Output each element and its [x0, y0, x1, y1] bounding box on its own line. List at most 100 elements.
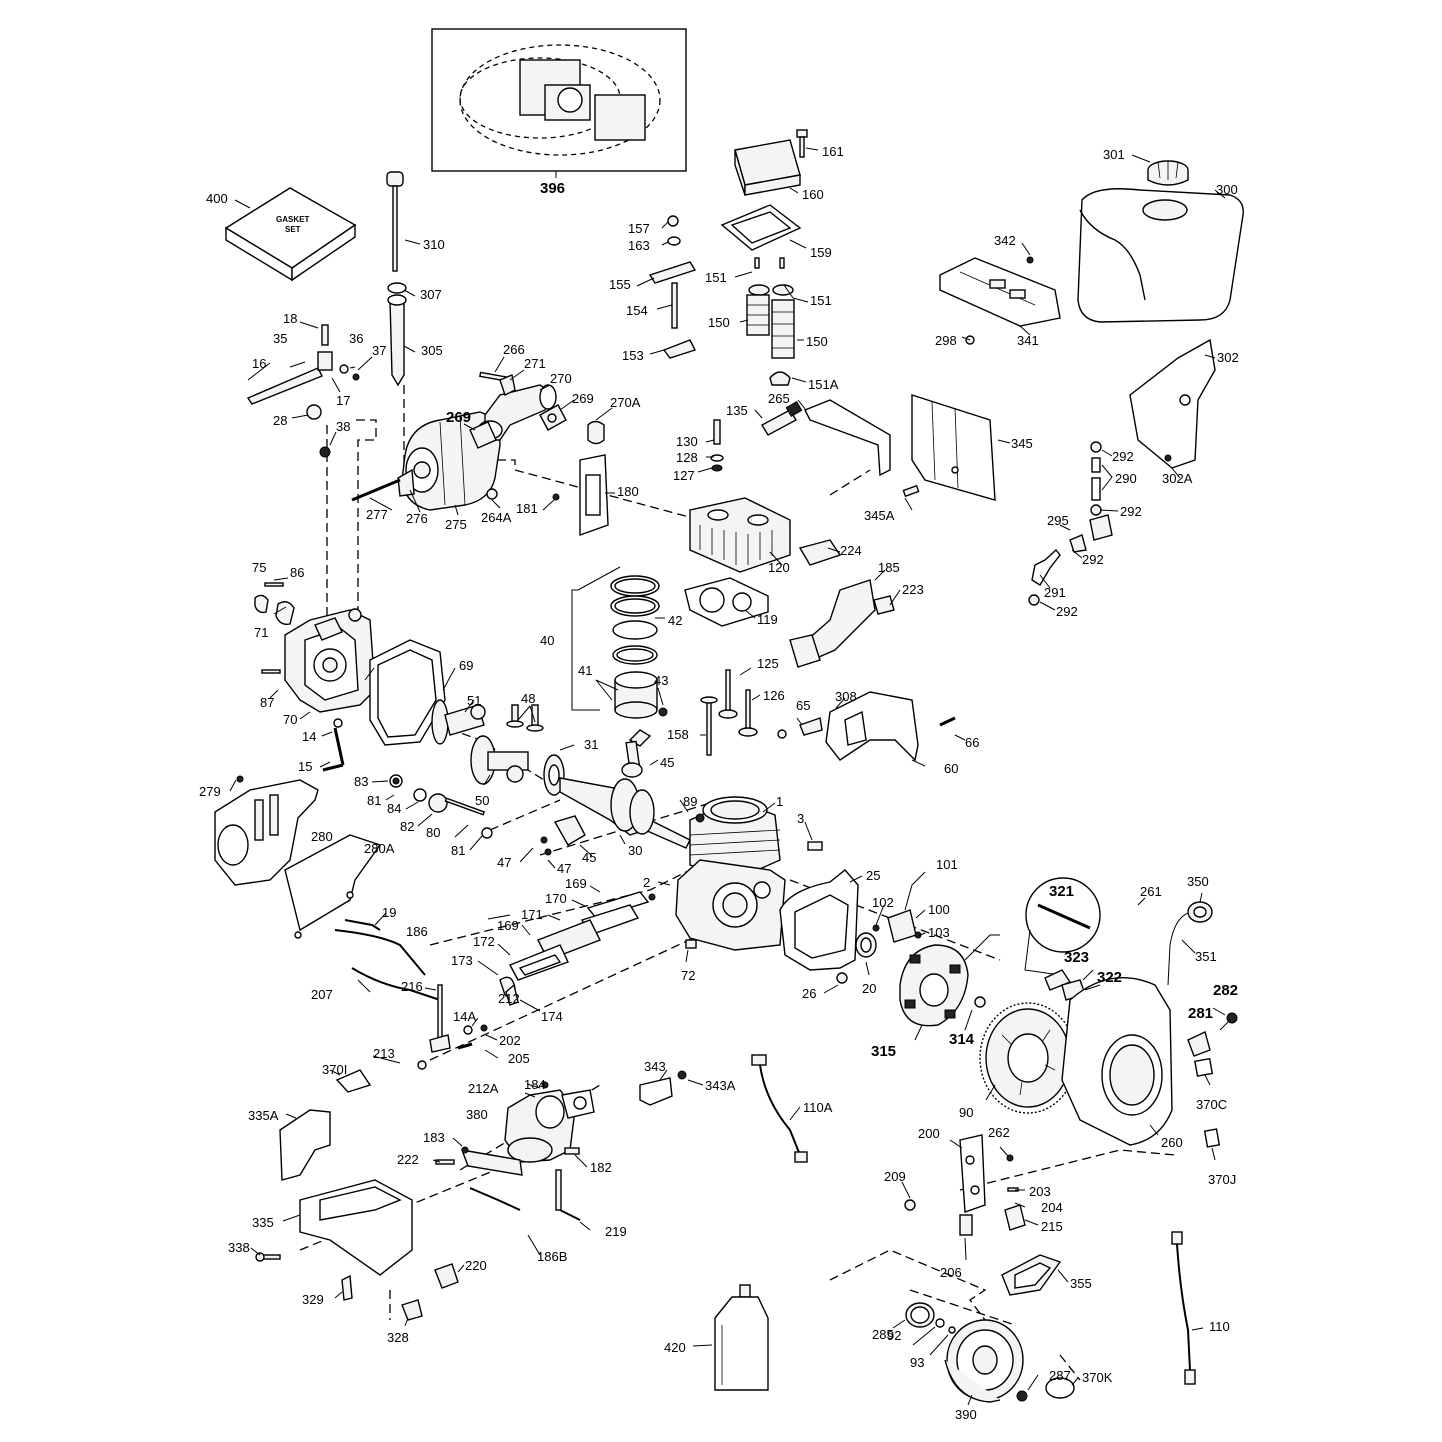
part-31-gear [543, 754, 565, 796]
label-130: 130 [676, 434, 698, 449]
label-75: 75 [252, 560, 266, 575]
label-269-b: 269 [572, 391, 594, 406]
part-25-air-box [779, 869, 880, 984]
label-269-a: 269 [446, 409, 471, 426]
part-400-gasket-set: GASKET SET [224, 187, 357, 282]
part-260-blower-housing [1061, 901, 1213, 1146]
label-169-b: 169 [497, 918, 519, 933]
label-103: 103 [928, 925, 950, 940]
label-153: 153 [622, 348, 644, 363]
label-308: 308 [835, 689, 857, 704]
label-181: 181 [516, 501, 538, 516]
label-338: 338 [228, 1240, 250, 1255]
part-90-flywheel [979, 1002, 1077, 1114]
part-30-crankshaft [559, 777, 691, 849]
label-262: 262 [988, 1125, 1010, 1140]
part-380-carburetor [435, 1081, 595, 1221]
label-120: 120 [768, 560, 790, 575]
part-200-bracket [904, 1134, 1026, 1236]
label-212: 212 [498, 991, 520, 1006]
label-183: 183 [423, 1130, 445, 1145]
part-265-baffle [804, 399, 891, 477]
label-69: 69 [459, 658, 473, 673]
label-160: 160 [802, 187, 824, 202]
label-84: 84 [387, 801, 401, 816]
label-380: 380 [466, 1107, 488, 1122]
label-1: 1 [776, 794, 783, 809]
label-223: 223 [902, 582, 924, 597]
label-163: 163 [628, 238, 650, 253]
part-308-shroud [777, 691, 956, 762]
label-170: 170 [545, 891, 567, 906]
label-277: 277 [366, 507, 388, 522]
label-323: 323 [1064, 949, 1089, 966]
parts-281-282 [1187, 1012, 1238, 1148]
label-222: 222 [397, 1152, 419, 1167]
label-150-b: 150 [806, 334, 828, 349]
part-285-cup [905, 1302, 956, 1334]
gasket-set-text-1: GASKET [276, 215, 309, 224]
fuel-line-parts [1028, 441, 1113, 606]
label-291: 291 [1044, 585, 1066, 600]
label-307: 307 [420, 287, 442, 302]
label-329: 329 [302, 1292, 324, 1307]
label-281: 281 [1188, 1005, 1213, 1022]
label-370J: 370J [1208, 1172, 1236, 1187]
part-100-module [887, 871, 926, 943]
label-282: 282 [1213, 982, 1238, 999]
part-45-connecting-rod [621, 729, 652, 778]
label-26: 26 [802, 986, 816, 1001]
label-186: 186 [406, 924, 428, 939]
label-215: 215 [1041, 1219, 1063, 1234]
label-335: 335 [252, 1215, 274, 1230]
label-301: 301 [1103, 147, 1125, 162]
label-300: 300 [1216, 182, 1238, 197]
label-172: 172 [473, 934, 495, 949]
label-45-rod: 45 [660, 755, 674, 770]
label-41: 41 [578, 663, 592, 678]
label-271: 271 [524, 356, 546, 371]
label-31: 31 [584, 737, 598, 752]
gasket-set-text-2: SET [285, 225, 301, 234]
label-182: 182 [590, 1160, 612, 1175]
label-60: 60 [944, 761, 958, 776]
label-345: 345 [1011, 436, 1033, 451]
label-50: 50 [475, 793, 489, 808]
label-86: 86 [290, 565, 304, 580]
label-110: 110 [1209, 1319, 1230, 1334]
label-276: 276 [406, 511, 428, 526]
label-280A: 280A [364, 841, 395, 856]
part-110-wire [1171, 1231, 1196, 1385]
label-43: 43 [654, 673, 668, 688]
part-120-cylinder-head [689, 497, 791, 573]
label-14A: 14A [453, 1009, 476, 1024]
label-420: 420 [664, 1340, 686, 1355]
label-205: 205 [508, 1051, 530, 1066]
label-83: 83 [354, 774, 368, 789]
label-341: 341 [1017, 333, 1039, 348]
label-135: 135 [726, 403, 748, 418]
part-185-intake [789, 539, 895, 668]
part-341-bracket [939, 256, 1061, 345]
label-285: 285 [872, 1327, 894, 1342]
label-20: 20 [862, 981, 876, 996]
label-81-b: 81 [451, 843, 465, 858]
label-302: 302 [1217, 350, 1239, 365]
part-135-spark-plug [761, 400, 803, 436]
label-3: 3 [797, 811, 804, 826]
label-343A: 343A [705, 1078, 736, 1093]
label-119: 119 [757, 612, 778, 627]
part-345-shield [902, 394, 996, 501]
label-14: 14 [302, 729, 316, 744]
label-370I: 370I [322, 1062, 347, 1077]
part-159-gasket [720, 204, 802, 251]
label-157: 157 [628, 221, 650, 236]
label-125: 125 [757, 656, 779, 671]
label-295: 295 [1047, 513, 1069, 528]
label-266: 266 [503, 342, 525, 357]
label-260: 260 [1161, 1135, 1183, 1150]
part-1-engine-block [675, 796, 823, 951]
label-335A: 335A [248, 1108, 279, 1123]
label-37: 37 [372, 343, 386, 358]
label-82: 82 [400, 819, 414, 834]
